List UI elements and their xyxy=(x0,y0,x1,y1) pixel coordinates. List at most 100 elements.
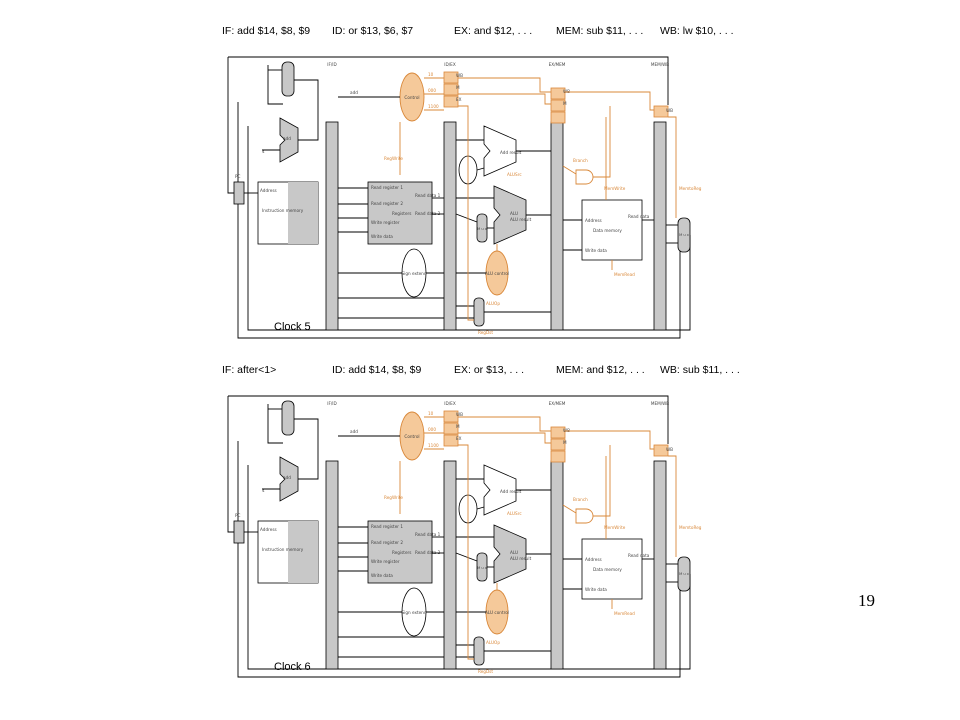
datapath-text: MemtoReg xyxy=(679,525,702,530)
datapath-text: Registers xyxy=(392,211,411,216)
datapath-text: Address xyxy=(585,557,602,562)
datapath-text: ALU result xyxy=(510,217,532,222)
branch-and-gate xyxy=(575,508,594,524)
datapath-text: ALU result xyxy=(510,556,532,561)
datapath-text: Write data xyxy=(371,573,393,578)
datapath-text: MemtoReg xyxy=(679,186,702,191)
panel1-mem-stage-label: MEM: sub $11, . . . xyxy=(556,25,644,37)
wire xyxy=(237,102,681,339)
datapath-text: M xyxy=(456,424,460,429)
datapath-text: add xyxy=(283,136,291,141)
wire xyxy=(668,116,677,218)
wire xyxy=(458,444,474,660)
datapath-text: Read data 2 xyxy=(415,211,441,216)
datapath-text: 000 xyxy=(428,427,436,432)
control-bits xyxy=(653,105,669,118)
datapath-text: M u x xyxy=(679,572,690,576)
panel2-if-stage-label: IF: after<1> xyxy=(222,364,277,376)
pipeline-register xyxy=(325,460,339,670)
datapath-text: 10 xyxy=(428,72,434,77)
wire xyxy=(458,77,551,93)
datapath-text: Read data 1 xyxy=(415,193,441,198)
wire xyxy=(455,552,478,562)
datapath-text: ALUSrc xyxy=(507,511,522,516)
wire xyxy=(458,93,551,105)
datapath-text: ALUOp xyxy=(486,301,500,306)
datapath-text: WB xyxy=(666,447,673,452)
wire xyxy=(228,56,669,105)
datapath-text: 10 xyxy=(428,411,434,416)
alu xyxy=(493,185,527,245)
data-memory xyxy=(581,199,643,261)
wire xyxy=(668,455,677,557)
wire xyxy=(455,213,478,223)
datapath-text: Branch xyxy=(573,158,588,163)
panel1-id-stage-label: ID: or $13, $6, $7 xyxy=(332,25,414,37)
page-number: 19 xyxy=(858,591,875,610)
datapath-text: EX xyxy=(456,97,462,102)
panel1-wb-stage-label: WB: lw $10, . . . xyxy=(660,25,734,37)
wire xyxy=(562,504,577,514)
wire xyxy=(267,404,283,444)
datapath-text: WB xyxy=(563,428,570,433)
datapath-text: ALU xyxy=(510,211,518,216)
pipeline-register xyxy=(325,121,339,331)
control-bits xyxy=(443,83,459,96)
reg-dst-mux xyxy=(473,636,485,666)
datapath-text: PC xyxy=(235,174,241,179)
control-bits xyxy=(443,410,459,423)
datapath-text: ALUOp xyxy=(486,640,500,645)
datapath-text: 000 xyxy=(428,88,436,93)
datapath-text: 1100 xyxy=(428,104,439,109)
panel2-clock-label: Clock 6 xyxy=(274,661,311,673)
datapath-text: WB xyxy=(456,412,463,417)
datapath-text: M xyxy=(563,440,567,445)
panel2-mem-stage-label: MEM: and $12, . . . xyxy=(556,364,645,376)
datapath-text: Read register 2 xyxy=(371,201,403,206)
datapath-text: Control xyxy=(404,434,419,439)
instruction-memory-shade xyxy=(288,182,318,244)
datapath-text: ID/EX xyxy=(444,62,456,67)
datapath-text: MemRead xyxy=(614,611,635,616)
wire xyxy=(458,105,474,321)
panel2-id-stage-label: ID: add $14, $8, $9 xyxy=(332,364,422,376)
datapath-text: Read register 2 xyxy=(371,540,403,545)
datapath-text: IF/ID xyxy=(327,401,337,406)
control-bits xyxy=(443,95,459,108)
wire xyxy=(227,57,236,194)
pipeline-register xyxy=(653,460,667,670)
datapath-text: Instruction memory xyxy=(262,208,304,213)
pc-adder xyxy=(279,456,299,502)
datapath-text: Read register 1 xyxy=(371,185,403,190)
datapath-text: M xyxy=(456,85,460,90)
datapath-text: add xyxy=(350,90,358,95)
control-bits xyxy=(653,444,669,457)
datapath-text: Instruction memory xyxy=(262,547,304,552)
wire xyxy=(476,506,485,510)
control-bits xyxy=(443,71,459,84)
datapath-text: ALU control xyxy=(485,271,509,276)
datapath-text: M xyxy=(563,101,567,106)
datapath-text: M u x xyxy=(477,227,488,231)
wire xyxy=(562,165,577,175)
control-bits xyxy=(550,99,566,112)
wire xyxy=(565,91,654,111)
pc-adder xyxy=(279,117,299,163)
datapath-text: RegWrite xyxy=(384,156,403,161)
pipeline-register xyxy=(550,121,564,331)
panel2-ex-stage-label: EX: or $13, . . . xyxy=(454,364,525,376)
datapath-text: 1100 xyxy=(428,443,439,448)
datapath-text: MEM/WB xyxy=(651,401,669,406)
datapath-text: Add result xyxy=(500,150,522,155)
wire xyxy=(237,441,681,678)
datapath-text: Control xyxy=(404,95,419,100)
datapath-text: Read data 1 xyxy=(415,532,441,537)
datapath-text: RegWrite xyxy=(384,495,403,500)
datapath-text: ALUSrc xyxy=(507,172,522,177)
datapath-text: Address xyxy=(260,188,277,193)
wire xyxy=(458,416,551,432)
datapath-text: Write data xyxy=(585,587,607,592)
